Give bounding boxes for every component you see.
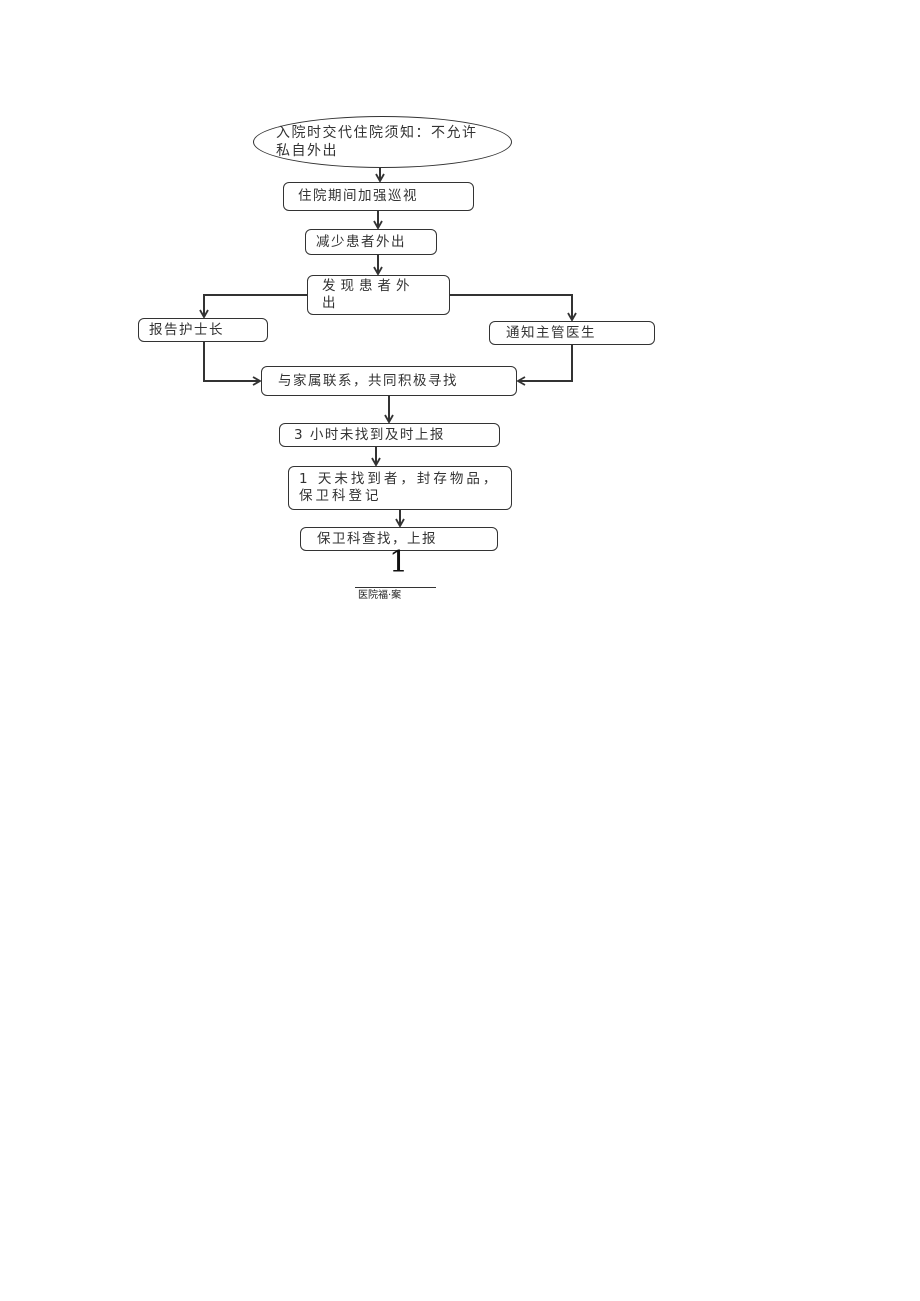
node-report-3h: 3 小时未找到及时上报	[279, 423, 500, 447]
node-admission-notice-text: 入院时交代住院须知：不允许私自外出	[276, 125, 478, 159]
footer-divider	[355, 587, 436, 588]
node-report-3h-text: 3 小时未找到及时上报	[294, 426, 445, 443]
node-reduce-outings-text: 减少患者外出	[316, 233, 406, 250]
arrow-discover-to-doctor	[450, 294, 577, 322]
node-notify-doctor-text: 通知主管医生	[506, 324, 596, 341]
node-report-head-nurse: 报告护士长	[138, 318, 268, 342]
node-discover-absence: 发现患者外出	[307, 275, 450, 315]
node-admission-notice: 入院时交代住院须知：不允许私自外出	[253, 116, 512, 168]
footer-caption: 医院福·案	[358, 590, 402, 601]
arrow-discover-to-head-nurse	[199, 294, 307, 319]
node-security-search-text: 保卫科查找，上报	[317, 530, 437, 547]
node-notify-doctor: 通知主管医生	[489, 321, 655, 345]
node-discover-absence-text: 发现患者外出	[322, 278, 415, 311]
page-number: 1	[389, 545, 409, 580]
node-one-day-not-found: 1 天未找到者，封存物品，保卫科登记	[288, 466, 512, 510]
node-strengthen-rounds-text: 住院期间加强巡视	[298, 188, 418, 204]
arrow-head-nurse-to-family	[203, 342, 262, 386]
node-security-search: 保卫科查找，上报	[300, 527, 498, 551]
node-strengthen-rounds: 住院期间加强巡视	[283, 182, 474, 211]
arrow-doctor-to-family	[516, 345, 573, 386]
node-contact-family: 与家属联系，共同积极寻找	[261, 366, 517, 396]
node-reduce-outings: 减少患者外出	[305, 229, 437, 255]
node-report-head-nurse-text: 报告护士长	[149, 321, 224, 338]
node-one-day-not-found-text: 1 天未找到者，封存物品，保卫科登记	[299, 471, 500, 504]
node-contact-family-text: 与家属联系，共同积极寻找	[278, 372, 458, 389]
